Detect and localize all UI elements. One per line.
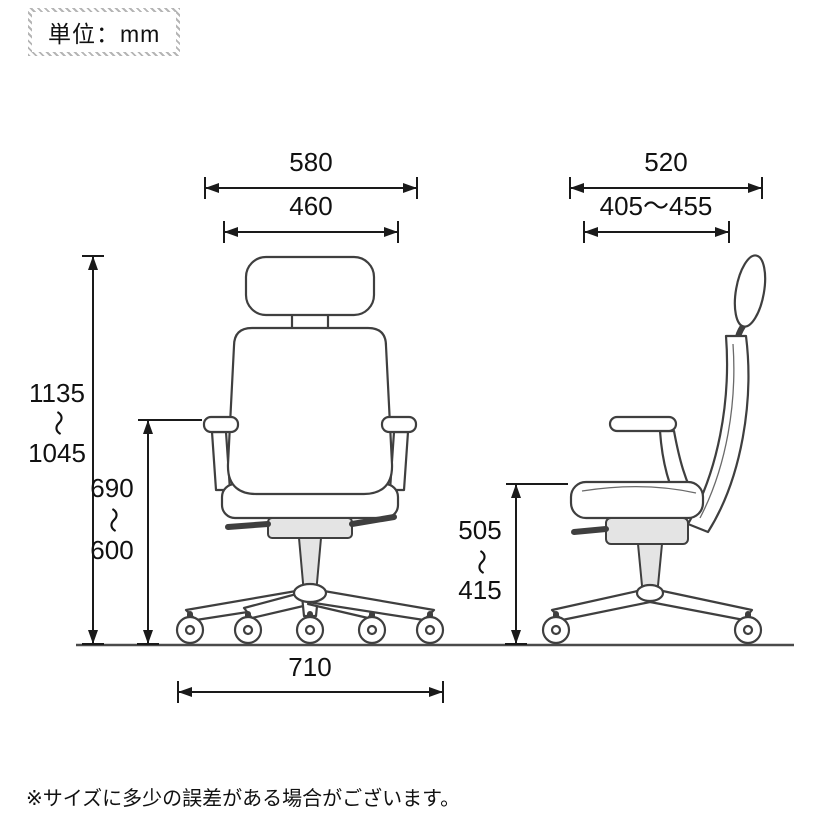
dim-front-armrest-height: 690 〜 600 (90, 419, 202, 645)
dim-front-backrest-width: 460 (223, 191, 399, 243)
side-seat-seam (581, 486, 697, 494)
arrowhead-icon (429, 687, 443, 697)
side-seat-mechanism (605, 517, 689, 545)
dim-side-overall-depth: 520 (569, 147, 763, 199)
caster-hub (304, 624, 316, 636)
caster-hub (366, 624, 378, 636)
dim-value-min: 600 (90, 535, 133, 565)
range-tilde: 〜 (98, 507, 128, 533)
front-backrest (226, 326, 394, 496)
dim-side-seat-height: 505 〜 415 (458, 483, 568, 645)
arrowhead-icon (88, 630, 98, 644)
front-right-lever (349, 514, 397, 527)
dim-value: 405〜455 (600, 191, 713, 221)
arrowhead-icon (224, 227, 238, 237)
arrowhead-icon (403, 183, 417, 193)
side-base-hub (635, 583, 665, 603)
caster-hub (550, 624, 562, 636)
front-base-hub (292, 582, 328, 604)
dim-value: 520 (644, 147, 687, 177)
dim-value-max: 1135 (29, 378, 85, 408)
arrowhead-icon (584, 227, 598, 237)
dim-value: 710 (288, 652, 331, 682)
arrowhead-icon (205, 183, 219, 193)
caster-hub (424, 624, 436, 636)
range-tilde: 〜 (43, 410, 73, 436)
arrowhead-icon (178, 687, 192, 697)
side-headrest (733, 254, 767, 328)
dim-value: 460 (289, 191, 332, 221)
arrowhead-icon (570, 183, 584, 193)
arrowhead-icon (511, 484, 521, 498)
side-backrest-seam (699, 343, 735, 519)
dim-side-seat-depth: 405〜455 (583, 191, 730, 243)
size-note: ※サイズに多少の誤差がある場合がございます。 (26, 788, 461, 810)
caster-hub (242, 624, 254, 636)
front-left-lever (225, 521, 271, 530)
caster-hub (184, 624, 196, 636)
side-base-leg (648, 588, 754, 622)
front-headrest (244, 255, 376, 317)
unit-label-box: 単位：mm (28, 8, 181, 56)
front-seat-mechanism (267, 517, 353, 539)
arrowhead-icon (715, 227, 729, 237)
chair-front-view (175, 255, 445, 645)
side-base-leg (550, 588, 652, 622)
dim-value-max: 690 (90, 473, 133, 503)
caster-hub (742, 624, 754, 636)
arrowhead-icon (143, 630, 153, 644)
dim-front-overall-width: 580 (204, 147, 418, 199)
arrowhead-icon (384, 227, 398, 237)
side-lever (571, 526, 609, 535)
dim-value-max: 505 (458, 515, 501, 545)
dim-value-min: 1045 (28, 438, 86, 468)
side-seat (569, 480, 705, 520)
unit-label: 単位：mm (32, 12, 177, 52)
dim-value: 580 (289, 147, 332, 177)
dim-front-total-height: 1135 〜 1045 (28, 255, 104, 645)
arrowhead-icon (748, 183, 762, 193)
chair-side-view (541, 254, 767, 645)
front-casters (175, 611, 445, 645)
front-left-armrest-pad (202, 415, 240, 434)
front-right-armrest-pad (380, 415, 418, 434)
dim-front-base-width: 710 (177, 652, 444, 703)
arrowhead-icon (143, 420, 153, 434)
arrowhead-icon (511, 630, 521, 644)
range-tilde: 〜 (466, 549, 496, 575)
arrowhead-icon (88, 256, 98, 270)
side-casters (541, 611, 763, 645)
side-armrest-pad (608, 415, 678, 433)
dim-value-min: 415 (458, 575, 501, 605)
